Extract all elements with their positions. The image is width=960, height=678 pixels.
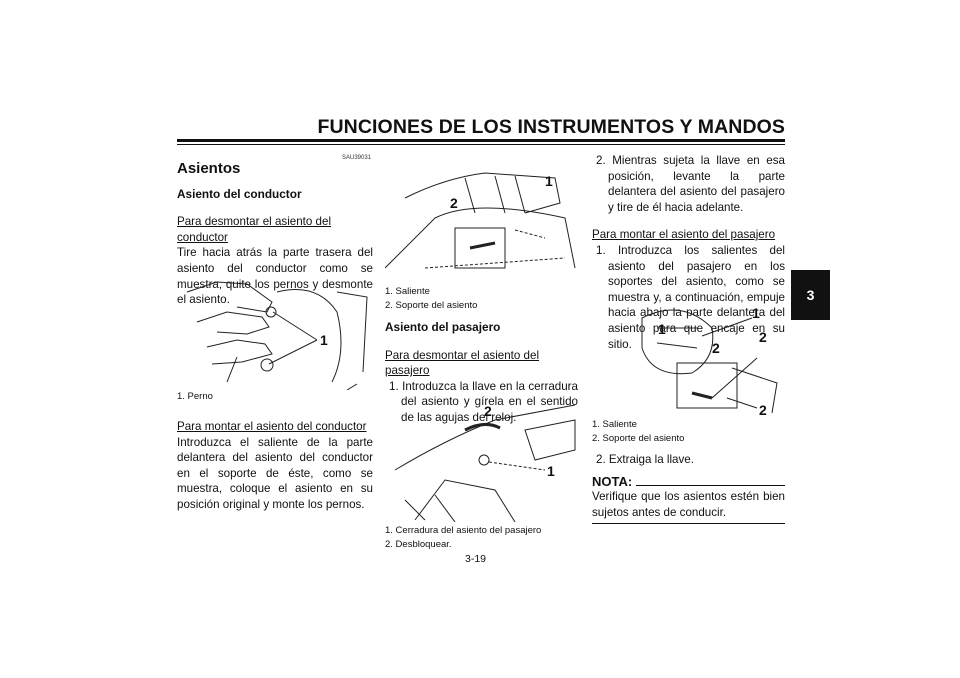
caption-2: 2. Soporte del asiento bbox=[592, 433, 685, 444]
callout-1a: 1 bbox=[752, 305, 760, 321]
callout-2b: 2 bbox=[759, 329, 767, 345]
page-number: 3-19 bbox=[465, 553, 487, 565]
note-box: NOTA: Verifique que los asientos estén b… bbox=[592, 474, 785, 525]
remove-title: Para desmontar el asiento del conductor bbox=[177, 215, 332, 244]
remove-title: Para desmontar el asiento del pasajero bbox=[385, 348, 540, 378]
page-title: FUNCIONES DE LOS INSTRUMENTOS Y MANDOS bbox=[317, 116, 785, 138]
callout-2: 2 bbox=[450, 195, 458, 211]
callout-1: 1 bbox=[545, 173, 553, 189]
remove-text: Tire hacia atrás la parte trasera del as… bbox=[177, 246, 373, 307]
callout-1: 1 bbox=[547, 463, 555, 479]
install-title: Para montar el asiento del conductor bbox=[177, 420, 367, 433]
step-2: 2. Mientras sujeta la llave en esa posic… bbox=[596, 154, 785, 214]
callout-1b: 1 bbox=[658, 321, 666, 337]
header-rule bbox=[177, 139, 785, 142]
note-label: NOTA: bbox=[592, 474, 633, 489]
subheading-rider-seat: Asiento del conductor bbox=[177, 186, 302, 201]
callout-1: 1 bbox=[320, 332, 328, 348]
header-rule-thin bbox=[177, 144, 785, 145]
install-text: Introduzca el saliente de la parte delan… bbox=[177, 435, 373, 511]
caption-1: 1. Cerradura del asiento del pasajero bbox=[385, 525, 542, 536]
caption-2: 2. Desbloquear. bbox=[385, 539, 452, 550]
seat-lock-illustration: 2 1 bbox=[394, 403, 576, 522]
step-1: 1. Introduzca la llave en la cerradura d… bbox=[389, 379, 578, 424]
passenger-seat-bracket-illustration: 1 2 bbox=[385, 172, 576, 269]
caption-1: 1. Saliente bbox=[592, 419, 637, 430]
rider-seat-illustration: 1 bbox=[186, 281, 368, 390]
final-step: 2. Extraiga la llave. bbox=[596, 453, 694, 466]
subheading-passenger-seat: Asiento del pasajero bbox=[385, 320, 501, 334]
note-rule bbox=[636, 485, 785, 486]
note-text: Verifique que los asientos estén bien su… bbox=[592, 489, 785, 525]
callout-2a: 2 bbox=[712, 340, 720, 356]
callout-2: 2 bbox=[484, 403, 492, 419]
chapter-tab[interactable]: 3 bbox=[791, 270, 830, 320]
figure-caption: 1. Perno bbox=[177, 391, 213, 402]
callout-2c: 2 bbox=[759, 402, 767, 416]
install-title: Para montar el asiento del pasajero bbox=[592, 228, 776, 242]
section-code: SAU39031 bbox=[342, 155, 372, 161]
caption-1: 1. Saliente bbox=[385, 286, 430, 297]
section-heading: Asientos bbox=[177, 160, 241, 177]
caption-2: 2. Soporte del asiento bbox=[385, 300, 478, 311]
passenger-seat-install-illustration: 1 1 2 2 2 bbox=[641, 305, 778, 416]
